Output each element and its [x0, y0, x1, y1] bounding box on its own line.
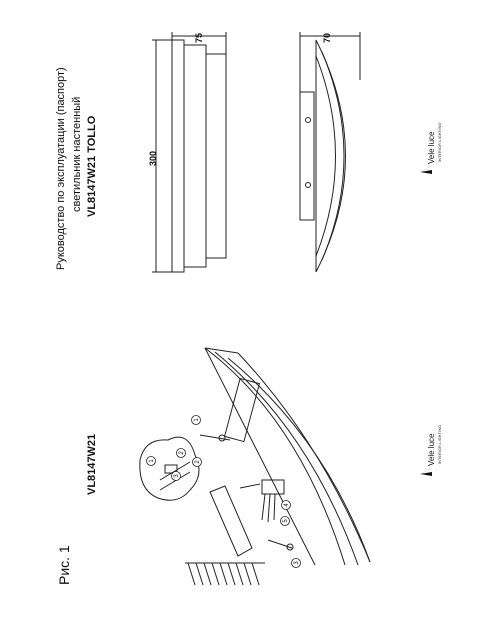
step-number: 1 [149, 459, 155, 463]
assembly-drawing [139, 347, 371, 586]
front-view-drawing [152, 32, 227, 273]
step-marker-labels: 1 2 3 4 5 1 2 3 [149, 418, 300, 565]
logo-mark-icon [420, 166, 432, 174]
step-number: 3 [174, 474, 180, 478]
brand-logo-bottom: Vele luce INTERIOR LIGHTING [417, 425, 447, 477]
step-number: 5 [283, 519, 289, 523]
step-number: 2 [195, 460, 201, 464]
step-number: 2 [179, 451, 185, 455]
step-number: 3 [294, 561, 300, 565]
brand-logo-top: Vele luce INTERIOR LIGHTING [417, 123, 447, 175]
step-markers [146, 415, 301, 568]
logo-mark-icon [420, 468, 432, 476]
side-view-drawing [299, 32, 361, 273]
step-number: 4 [284, 503, 290, 507]
step-number: 1 [194, 418, 200, 422]
